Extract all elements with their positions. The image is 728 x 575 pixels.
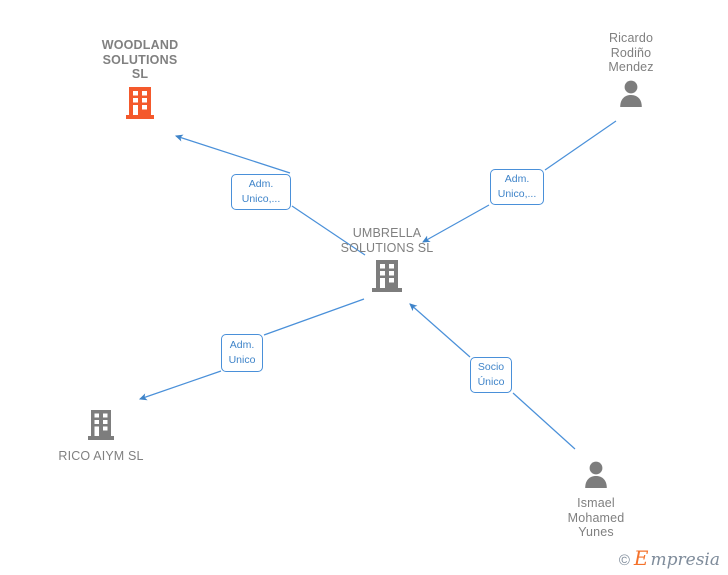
node-label-ricardo: Ricardo Rodiño Mendez [608, 31, 654, 74]
node-label-ismael: Ismael Mohamed Yunes [567, 496, 625, 539]
building-icon [372, 259, 402, 298]
empresia-watermark: © E mpresia [619, 548, 720, 569]
node-rico-aiym-sl[interactable]: RICO AIYM SL [26, 409, 176, 464]
relation-label-umbrella-woodland[interactable]: Adm. Unico,... [231, 174, 291, 210]
watermark-brand-name: mpresia [650, 550, 721, 570]
node-label-woodland: WOODLAND SOLUTIONS SL [101, 38, 179, 81]
edge-umbrella-woodland [174, 134, 366, 256]
copyright-icon: © [618, 552, 630, 569]
relation-label-umbrella-rico[interactable]: Adm. Unico [221, 334, 263, 372]
node-label-umbrella: UMBRELLA SOLUTIONS SL [340, 226, 434, 255]
watermark-brand-initial: E [633, 546, 649, 570]
relation-label-ricardo-umbrella[interactable]: Adm. Unico,... [490, 169, 544, 205]
edge-umbrella-rico [138, 298, 365, 401]
person-icon [582, 460, 610, 493]
node-label-rico: RICO AIYM SL [58, 449, 144, 463]
building-icon [88, 409, 114, 446]
edge-ricardo-umbrella [422, 120, 617, 243]
node-person-ricardo-rodino-mendez[interactable]: Ricardo Rodiño Mendez [556, 31, 706, 112]
edge-ismael-umbrella [409, 303, 576, 450]
relation-label-ismael-umbrella[interactable]: Socio Único [470, 357, 512, 393]
person-icon [617, 79, 645, 112]
node-umbrella-solutions-sl[interactable]: UMBRELLA SOLUTIONS SL [312, 226, 462, 298]
node-woodland-solutions-sl[interactable]: WOODLAND SOLUTIONS SL [65, 38, 215, 125]
node-person-ismael-mohamed-yunes[interactable]: Ismael Mohamed Yunes [521, 460, 671, 540]
building-icon [126, 86, 154, 125]
